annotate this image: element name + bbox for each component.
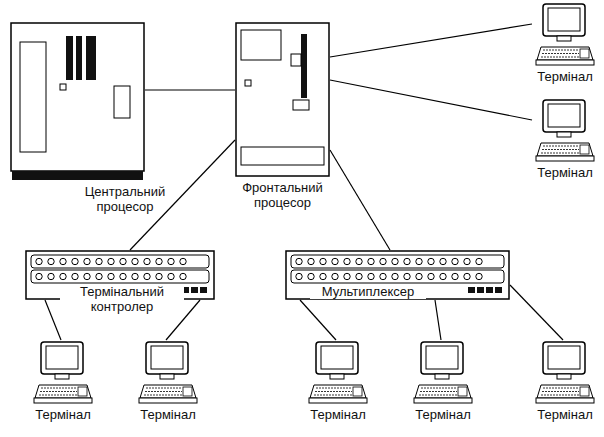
node-label: Термінал (140, 407, 196, 422)
frontend-cabinet (235, 22, 330, 177)
connector-line (45, 300, 61, 340)
node-label: Термінал (537, 69, 593, 84)
cpu-cabinet (10, 22, 145, 182)
terminal-icon (532, 340, 598, 406)
multiplexer: Мультиплексер (285, 250, 510, 300)
node-label: Центральний процесор (70, 184, 180, 214)
terminal-icon (532, 98, 598, 164)
terminal-node: Термінал (135, 340, 201, 426)
connector-line (330, 150, 390, 250)
node-label: Термінал (537, 407, 593, 422)
terminal-controller: Термінальний контролер (25, 250, 215, 300)
terminal-node: Термінал (532, 98, 598, 184)
connector-line (300, 300, 336, 340)
node-label: Мультиплексер (310, 284, 426, 299)
connector-line (330, 24, 532, 57)
node-label: Термінальний контролер (60, 284, 184, 314)
terminal-icon (135, 340, 201, 406)
connector-line (145, 89, 235, 90)
node-label: Термінал (537, 165, 593, 180)
connector-line (330, 80, 532, 120)
terminal-icon (30, 340, 96, 406)
terminal-icon (410, 340, 476, 406)
connector-line (510, 285, 563, 340)
connector-line (435, 300, 441, 340)
node-label: Термінал (415, 407, 471, 422)
node-label: Термінал (310, 407, 366, 422)
node-label: Термінал (35, 407, 91, 422)
frontend-node: Фронтальний процесор (235, 22, 330, 177)
terminal-icon (305, 340, 371, 406)
terminal-node: Термінал (305, 340, 371, 426)
terminal-node: Термінал (532, 340, 598, 426)
cpu-node: Центральний процесор (10, 22, 145, 182)
node-label: Фронтальний процесор (225, 180, 340, 210)
terminal-node: Термінал (410, 340, 476, 426)
terminal-icon (532, 2, 598, 68)
terminal-node: Термінал (30, 340, 96, 426)
terminal-node: Термінал (532, 2, 598, 88)
